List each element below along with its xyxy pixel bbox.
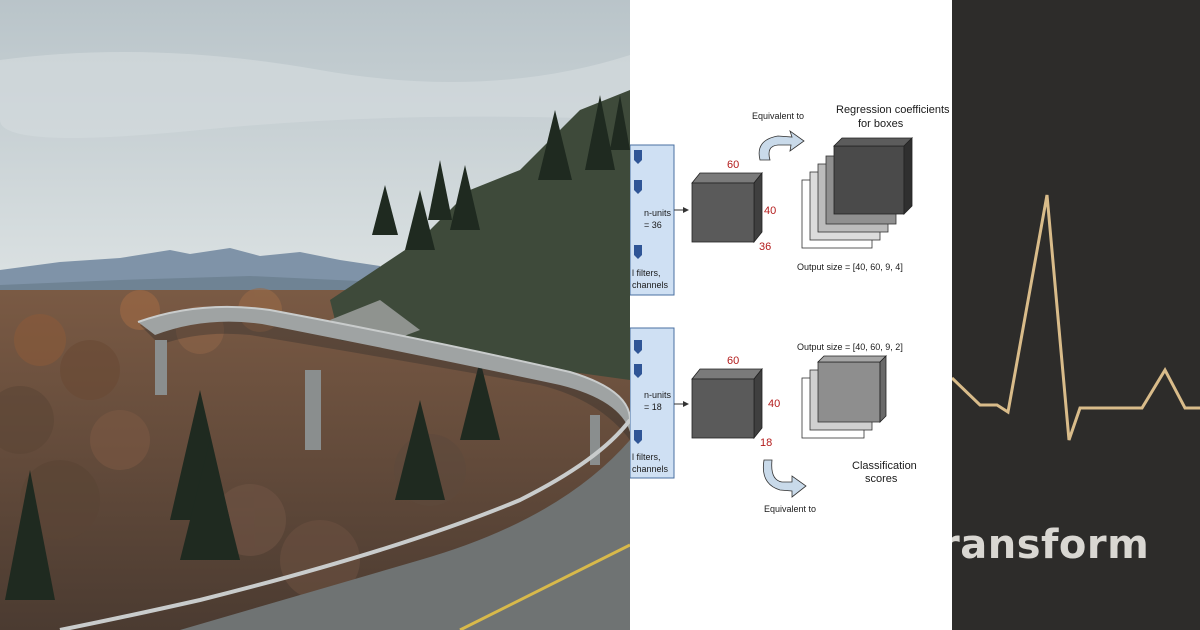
bottom-stack [801, 355, 887, 439]
ecg-line [952, 194, 1200, 441]
bottom-filters-line1: l filters, [632, 452, 661, 462]
top-conv-box [691, 171, 763, 244]
bottom-dim-width: 60 [727, 355, 739, 367]
bottom-output-size: Output size = [40, 60, 9, 2] [797, 342, 903, 352]
bottom-curved-arrow-icon [762, 459, 807, 498]
top-stack [801, 137, 913, 249]
cnn-diagram: n-units = 36 l filters, channels 60 40 3… [630, 0, 952, 630]
road-center-line [459, 543, 630, 630]
bottom-title-line2: scores [865, 473, 898, 485]
viaduct-illustration [0, 0, 630, 630]
bottom-dim-height: 40 [768, 398, 780, 410]
ecg-panel: ransform [952, 0, 1200, 630]
top-equivalent-label: Equivalent to [752, 111, 804, 121]
top-dim-width: 60 [727, 159, 739, 171]
bottom-title-line1: Classification [852, 460, 917, 472]
top-units-line1: n-units [644, 208, 672, 218]
top-input-panel [630, 144, 675, 296]
viaduct-deck [138, 306, 630, 432]
conifers [5, 95, 630, 600]
top-title-line2: for boxes [858, 118, 904, 130]
guardrail-upper [137, 305, 630, 421]
bottom-filters-line2: channels [632, 464, 669, 474]
rock-face [330, 300, 420, 345]
bottom-units-line2: = 18 [644, 402, 662, 412]
landscape-photo [0, 0, 630, 630]
road-curve [180, 440, 630, 630]
bottom-filter-icons [634, 340, 642, 444]
top-filters-line2: channels [632, 280, 669, 290]
top-units-line2: = 36 [644, 220, 662, 230]
top-filter-icons [634, 150, 642, 259]
top-dim-depth: 36 [759, 241, 771, 253]
ecg-waveform [952, 194, 1200, 441]
top-curved-arrow-icon [758, 129, 805, 161]
bottom-conv-box [691, 367, 763, 440]
top-filters-line1: l filters, [632, 268, 661, 278]
ecg-word: ransform [952, 522, 1150, 568]
bottom-units-line1: n-units [644, 390, 672, 400]
viaduct-piers [155, 340, 600, 465]
bottom-dim-depth: 18 [760, 437, 772, 449]
bottom-equivalent-label: Equivalent to [764, 504, 816, 514]
top-dim-height: 40 [764, 205, 776, 217]
guardrail [59, 418, 630, 630]
top-title-line1: Regression coefficients [836, 104, 950, 116]
top-output-size: Output size = [40, 60, 9, 4] [797, 262, 903, 272]
cloud-band [0, 52, 630, 138]
diagram-canvas: n-units = 36 l filters, channels 60 40 3… [630, 104, 950, 514]
